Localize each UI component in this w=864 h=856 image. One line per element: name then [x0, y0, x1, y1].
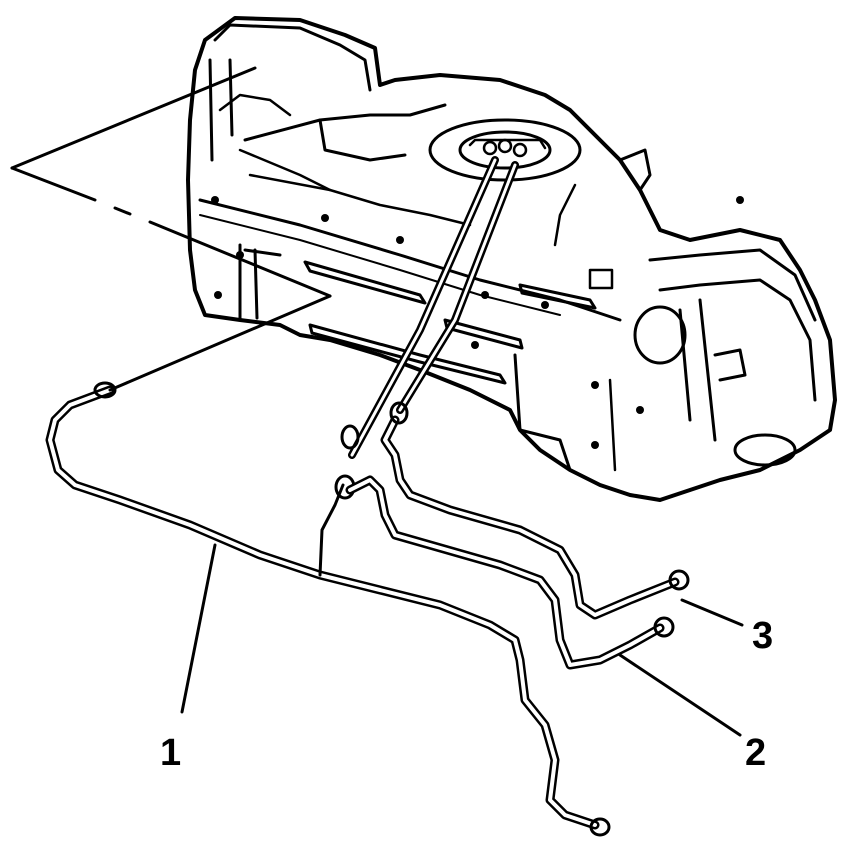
module-feed-lines	[340, 156, 519, 459]
fuel-line-3	[380, 415, 690, 620]
fuel-line-1	[45, 294, 611, 837]
leader-lines-left	[10, 66, 332, 298]
fuel-tank	[186, 16, 837, 502]
fuel-line-2	[345, 475, 675, 670]
callout-2-label: 2	[745, 732, 766, 774]
callout-3-label: 3	[752, 615, 773, 657]
callout-1-label: 1	[160, 732, 181, 774]
callout-3: 3	[680, 598, 773, 657]
callout-2: 2	[618, 653, 766, 774]
callout-1: 1	[160, 543, 217, 774]
